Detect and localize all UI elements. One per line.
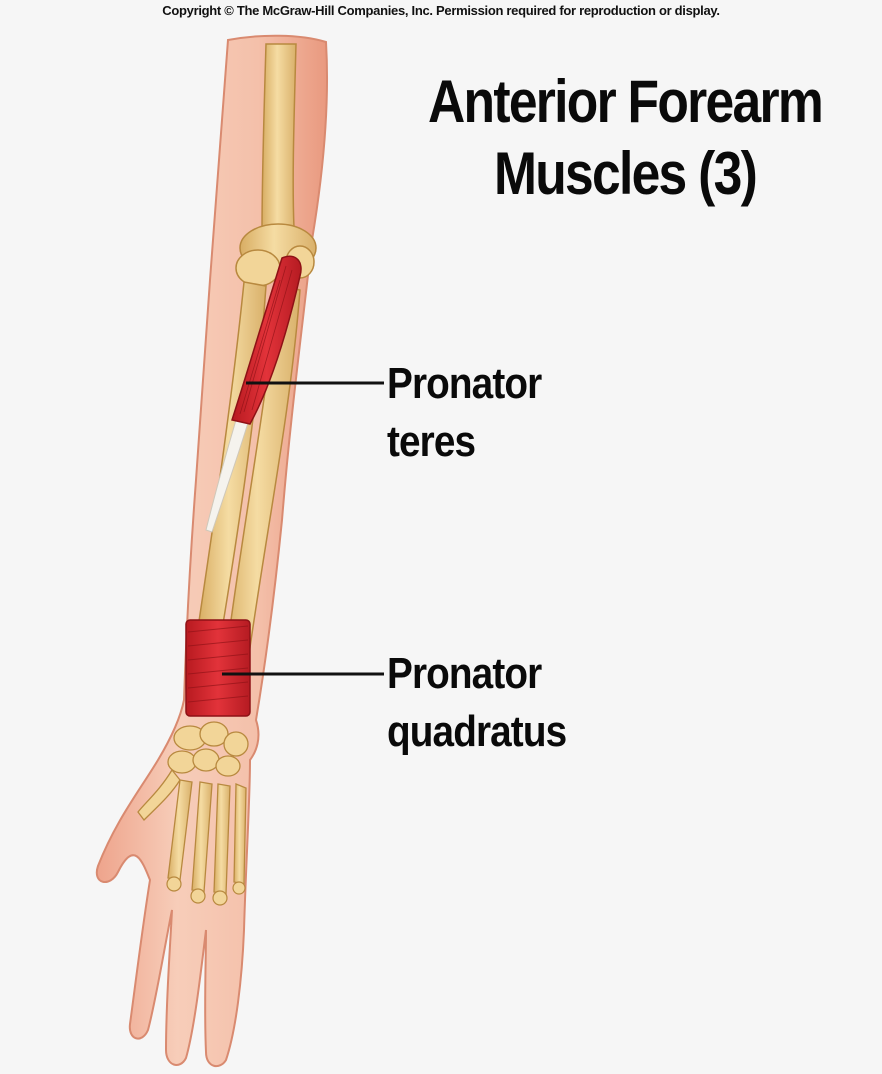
title-line-1: Anterior Forearm — [427, 66, 823, 138]
pronator-quadratus-label-line-2: quadratus — [387, 703, 566, 761]
radial-head — [236, 250, 280, 286]
title-line-2: Muscles (3) — [427, 138, 823, 210]
pronator-teres-label-line-2: teres — [387, 413, 541, 471]
slide-title: Anterior Forearm Muscles (3) — [427, 66, 823, 210]
pronator-quadratus-label: Pronator quadratus — [387, 645, 566, 761]
pronator-teres-label-line-1: Pronator — [387, 355, 541, 413]
pronator-teres-label: Pronator teres — [387, 355, 541, 471]
pronator-quadratus-label-line-1: Pronator — [387, 645, 566, 703]
humerus-bone — [262, 44, 296, 232]
